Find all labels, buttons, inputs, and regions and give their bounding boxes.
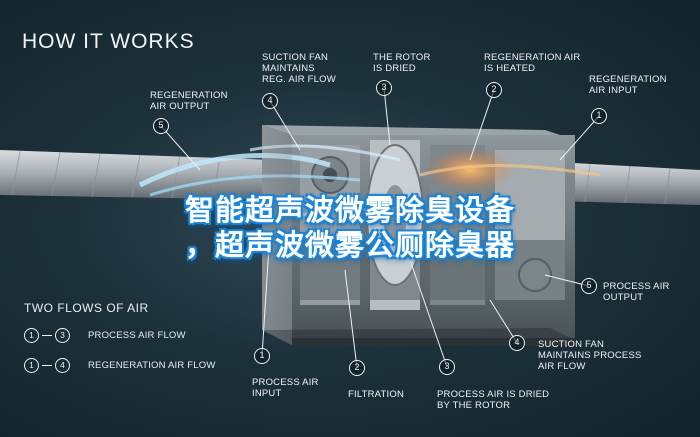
callout-3-badge: 3 [376, 80, 392, 96]
callout-suction-fan-reg: SUCTION FAN MAINTAINS REG. AIR FLOW [262, 52, 336, 85]
callout-regeneration-air-heated: REGENERATION AIR IS HEATED [484, 52, 581, 74]
callout-filtration: FILTRATION [348, 389, 405, 400]
overlay-caption-line-2: ，超声波微雾公厕除臭器 [184, 228, 515, 262]
callout-5-process-badge: 5 [581, 278, 597, 294]
legend-dash [42, 364, 52, 366]
legend-from-badge: 1 [24, 327, 39, 343]
callout-4-badge: 4 [262, 93, 278, 109]
legend-regeneration-air-flow: 1 4 REGENERATION AIR FLOW [24, 356, 216, 374]
callout-regeneration-air-output: REGENERATION AIR OUTPUT [150, 90, 228, 112]
flows-title: TWO FLOWS OF AIR [24, 301, 149, 315]
callout-2-filtration-badge: 2 [349, 360, 365, 376]
legend-label: PROCESS AIR FLOW [88, 329, 186, 341]
callout-3-process-badge: 3 [439, 359, 455, 375]
callout-2-badge: 2 [486, 82, 502, 98]
legend-label: REGENERATION AIR FLOW [88, 359, 216, 371]
callout-rotor-dried: THE ROTOR IS DRIED [373, 52, 431, 74]
legend-process-air-flow: 1 3 PROCESS AIR FLOW [24, 326, 186, 344]
callout-process-air-input: PROCESS AIR INPUT [252, 377, 319, 399]
callout-1-badge: 1 [591, 108, 607, 124]
callout-suction-fan-process: SUCTION FAN MAINTAINS PROCESS AIR FLOW [538, 339, 642, 372]
callout-process-air-dried: PROCESS AIR IS DRIED BY THE ROTOR [437, 389, 550, 411]
legend-dash [42, 334, 52, 336]
callout-regeneration-air-input: REGENERATION AIR INPUT [589, 74, 667, 96]
callout-4-process-badge: 4 [509, 335, 525, 351]
legend-from-badge: 1 [24, 357, 39, 373]
callout-1-process-badge: 1 [254, 348, 270, 364]
legend-to-badge: 3 [55, 327, 70, 343]
legend-to-badge: 4 [55, 357, 70, 373]
overlay-caption-line-1: 智能超声波微雾除臭设备 [184, 193, 515, 227]
page-title: HOW IT WORKS [22, 30, 195, 53]
callout-5-badge: 5 [153, 118, 169, 134]
callout-process-air-output: PROCESS AIR OUTPUT [603, 281, 670, 303]
